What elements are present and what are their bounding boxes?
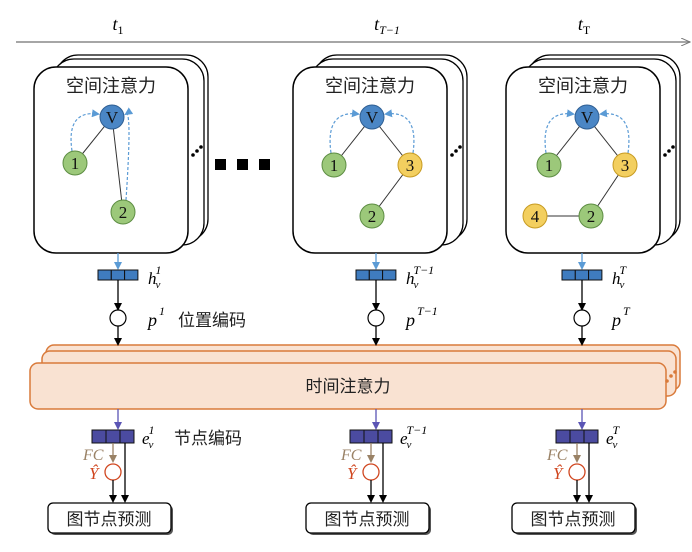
svg-text:2: 2 <box>119 203 128 222</box>
spatial-attention-title: 空间注意力 <box>538 76 628 97</box>
more-cards-dots <box>450 145 462 157</box>
svg-text:V: V <box>581 108 594 127</box>
svg-text:1: 1 <box>330 156 339 175</box>
temporal-more-dots <box>665 370 677 383</box>
svg-text:V: V <box>366 108 379 127</box>
hidden-vector-label: hv1 <box>148 263 161 291</box>
graph-node-prediction-box: 图节点预测 <box>511 502 637 535</box>
attention-arrow <box>384 109 415 154</box>
hidden-vector <box>97 269 139 281</box>
more-cards-dots <box>663 145 675 157</box>
svg-text:3: 3 <box>621 156 630 175</box>
spatial-attention-title: 空间注意力 <box>66 76 156 97</box>
neighbor-node: 4 <box>522 203 548 229</box>
embedding-caption: 节点编码 <box>174 429 242 449</box>
fc-label: FC <box>340 447 362 464</box>
graph-edge <box>111 116 124 213</box>
neighbor-node: 2 <box>359 203 385 229</box>
more-cards-dots <box>191 145 203 157</box>
yhat-label: Ŷ <box>347 464 358 483</box>
attention-arrow <box>124 107 134 201</box>
neighbor-node: 2 <box>110 199 136 225</box>
time-step-label: tT−1 <box>374 14 400 37</box>
attention-arrow <box>544 109 575 154</box>
neighbor-node: 1 <box>62 150 88 176</box>
attention-arrow <box>70 109 100 152</box>
neighbor-node: 3 <box>612 152 638 178</box>
svg-text:2: 2 <box>368 207 377 226</box>
fc-label: FC <box>546 447 568 464</box>
spatial-attention-card: 空间注意力 V 1 3 2 <box>292 54 468 254</box>
hidden-vector <box>561 269 603 281</box>
prediction-output <box>104 463 122 481</box>
spatial-attention-card: 空间注意力 V 1 3 2 4 <box>505 54 681 254</box>
attention-arrow <box>599 109 630 154</box>
hidden-vector-label: hvT−1 <box>406 263 434 291</box>
prediction-output <box>362 463 380 481</box>
position-encoding-add <box>367 309 385 327</box>
position-encoding-add <box>109 309 127 327</box>
ellipsis-squares <box>215 159 270 170</box>
target-node: V <box>359 104 385 130</box>
svg-text:图节点预测: 图节点预测 <box>67 510 152 530</box>
svg-text:1: 1 <box>71 154 80 173</box>
graph-node-prediction-box: 图节点预测 <box>305 502 431 535</box>
prediction-output <box>568 463 586 481</box>
yhat-label: Ŷ <box>89 464 100 483</box>
svg-text:1: 1 <box>545 156 554 175</box>
time-step-label: tT <box>578 14 591 37</box>
graph-node-prediction-box: 图节点预测 <box>47 502 173 535</box>
temporal-attention-title: 时间注意力 <box>306 377 391 397</box>
svg-text:V: V <box>106 108 119 127</box>
embedding-label: evT <box>606 423 620 451</box>
neighbor-node: 2 <box>578 203 604 229</box>
embedding-label: evT−1 <box>400 423 427 451</box>
hidden-vector <box>355 269 397 281</box>
spatial-attention-card: 空间注意力 V 1 2 <box>33 54 209 254</box>
svg-text:图节点预测: 图节点预测 <box>325 510 410 530</box>
time-step-label: t1 <box>112 14 123 37</box>
yhat-label: Ŷ <box>553 464 564 483</box>
target-node: V <box>99 104 125 130</box>
target-node: V <box>574 104 600 130</box>
svg-text:图节点预测: 图节点预测 <box>531 510 616 530</box>
svg-text:3: 3 <box>406 156 415 175</box>
embedding-vector <box>91 429 135 444</box>
temporal-attention-block: 时间注意力 <box>29 344 681 410</box>
embedding-label: ev1 <box>142 423 154 451</box>
neighbor-node: 3 <box>397 152 423 178</box>
embedding-vector <box>555 429 599 444</box>
svg-text:2: 2 <box>587 207 596 226</box>
embedding-vector <box>349 429 393 444</box>
svg-text:4: 4 <box>531 207 540 226</box>
position-encoding-add <box>573 309 591 327</box>
neighbor-node: 1 <box>321 152 347 178</box>
attention-arrow <box>329 109 360 154</box>
spatial-attention-title: 空间注意力 <box>325 76 415 97</box>
position-encoding-caption: 位置编码 <box>178 311 246 331</box>
fc-label: FC <box>82 447 104 464</box>
hidden-vector-label: hvT <box>612 263 627 291</box>
neighbor-node: 1 <box>536 152 562 178</box>
